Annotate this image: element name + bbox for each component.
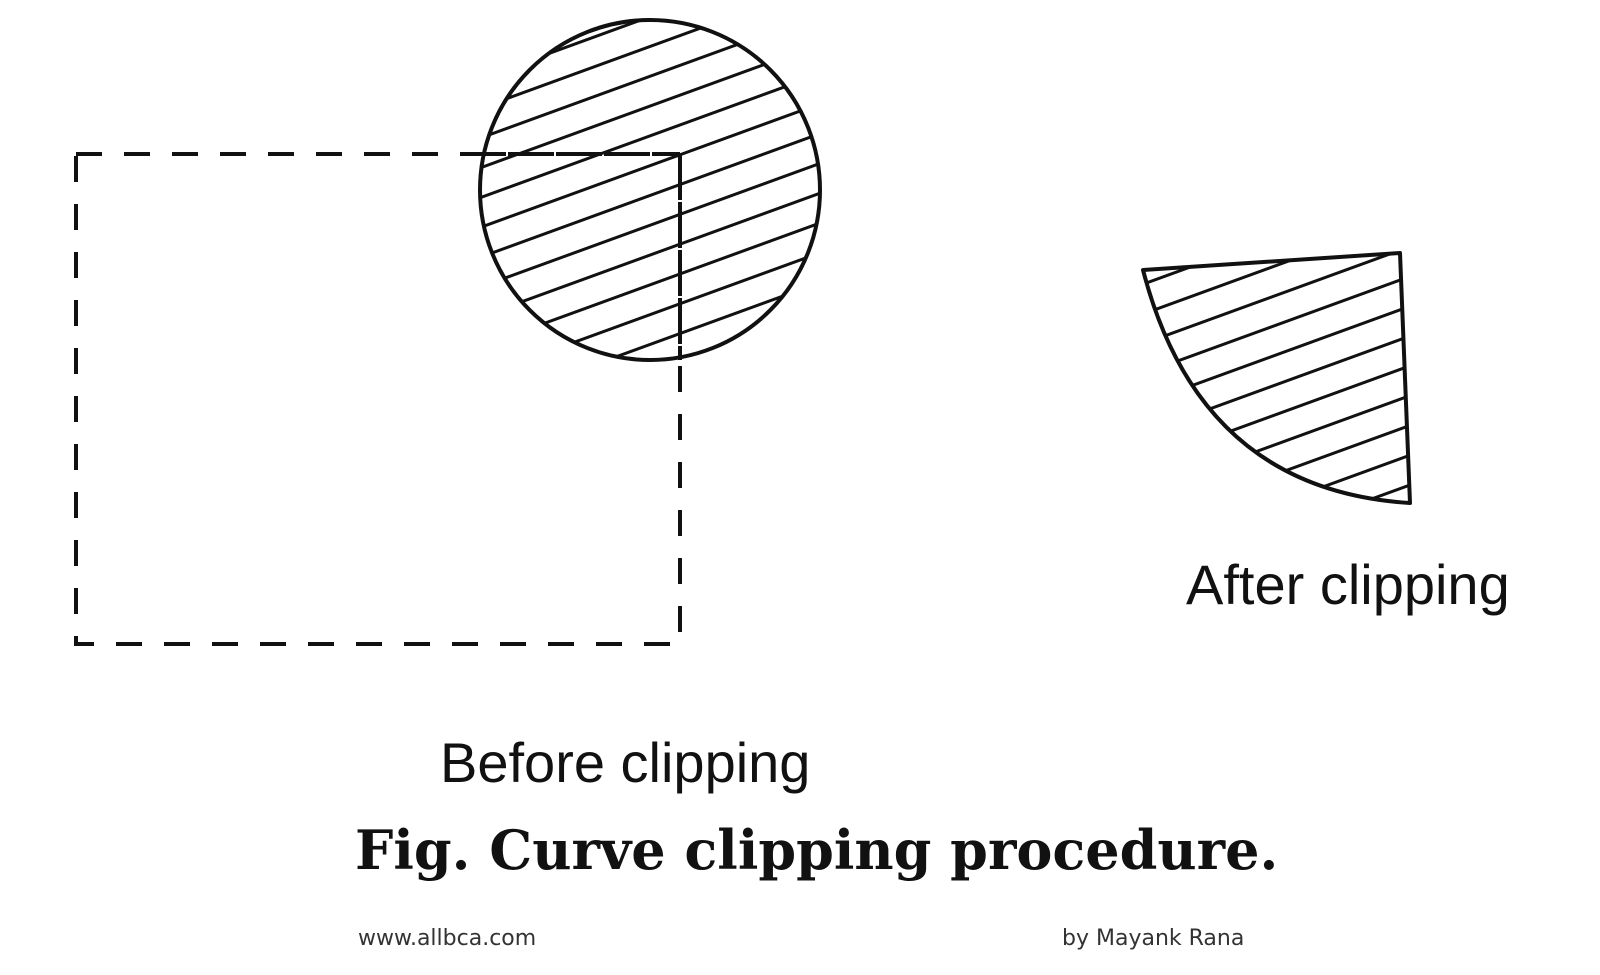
footer-site: www.allbca.com bbox=[358, 926, 537, 951]
before-clipping-label: Before clipping bbox=[440, 731, 811, 794]
clipped-curve-region bbox=[1141, 251, 1412, 505]
after-clipping-label: After clipping bbox=[1186, 553, 1510, 616]
circle-outline bbox=[478, 18, 822, 362]
figure-caption: Fig. Curve clipping procedure. bbox=[355, 818, 1279, 882]
footer-author: by Mayank Rana bbox=[1062, 926, 1245, 951]
clip-window bbox=[74, 152, 682, 646]
hatched-circle bbox=[480, 20, 820, 360]
